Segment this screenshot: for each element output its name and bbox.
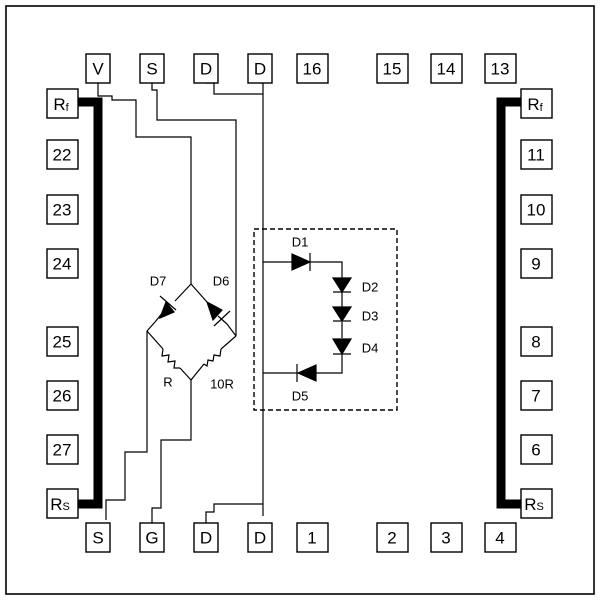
pad-top-d1: D <box>200 60 212 79</box>
pad-4: 4 <box>495 529 504 548</box>
d6-diode-icon <box>205 300 223 322</box>
label-10r: 10R <box>210 377 234 392</box>
d2-diode-icon <box>331 277 353 294</box>
d1-diode-icon <box>291 253 312 271</box>
d6-cathode <box>213 310 231 327</box>
bottom-pads: S G D D 1 2 3 4 <box>85 522 517 553</box>
pad-15: 15 <box>383 60 402 79</box>
label-d2: D2 <box>362 280 379 295</box>
pad-23: 23 <box>53 201 72 220</box>
pad-26: 26 <box>53 387 72 406</box>
pad-1: 1 <box>307 529 316 548</box>
d4-diode-icon <box>331 338 353 356</box>
pad-rf-left: Rf <box>53 95 69 115</box>
label-d4: D4 <box>362 341 379 356</box>
pad-rf-right: Rf <box>527 95 543 115</box>
pad-27: 27 <box>53 441 72 460</box>
right-pads: Rf 11 10 9 8 7 6 RS <box>520 88 553 519</box>
diode-chain-enclosure <box>253 228 398 411</box>
resistor-10r-icon <box>203 348 222 368</box>
pad-14: 14 <box>437 60 456 79</box>
pad-bottom-g: G <box>145 529 158 548</box>
label-d3: D3 <box>362 309 379 324</box>
label-d5: D5 <box>292 389 309 404</box>
d7-diode-icon <box>158 300 175 320</box>
pad-top-v: V <box>92 60 104 79</box>
right-resistor-bar <box>496 97 521 509</box>
pad-25: 25 <box>53 333 72 352</box>
label-d6: D6 <box>213 274 230 289</box>
pad-13: 13 <box>491 60 510 79</box>
pad-top-s: S <box>146 60 157 79</box>
pad-10: 10 <box>527 201 546 220</box>
label-d7: D7 <box>150 274 167 289</box>
pad-24: 24 <box>53 255 72 274</box>
pad-8: 8 <box>531 333 540 352</box>
d7-cathode <box>159 295 177 311</box>
pad-9: 9 <box>531 255 540 274</box>
pad-bottom-s: S <box>92 529 103 548</box>
d3-diode-icon <box>331 306 353 323</box>
label-r: R <box>163 375 172 390</box>
left-pads: Rf 22 23 24 25 26 27 RS <box>46 88 79 519</box>
pad-rs-left: RS <box>50 495 70 514</box>
pad-7: 7 <box>531 387 540 406</box>
pad-bottom-d2: D <box>254 529 266 548</box>
outer-frame <box>5 5 595 595</box>
label-d1: D1 <box>292 235 309 250</box>
pad-6: 6 <box>531 441 540 460</box>
pad-bottom-d1: D <box>200 529 212 548</box>
pad-16: 16 <box>303 60 322 79</box>
pad-11: 11 <box>527 146 545 165</box>
d5-diode-icon <box>296 364 317 382</box>
left-resistor-bar <box>78 97 103 509</box>
wiring <box>97 82 343 523</box>
pad-rs-right: RS <box>524 495 544 514</box>
pad-3: 3 <box>441 529 450 548</box>
resistor-r-icon <box>161 348 180 369</box>
pad-2: 2 <box>387 529 396 548</box>
top-pads: V S D D 16 15 14 13 <box>85 53 517 84</box>
pad-top-d2: D <box>254 60 266 79</box>
pad-22: 22 <box>53 146 72 165</box>
